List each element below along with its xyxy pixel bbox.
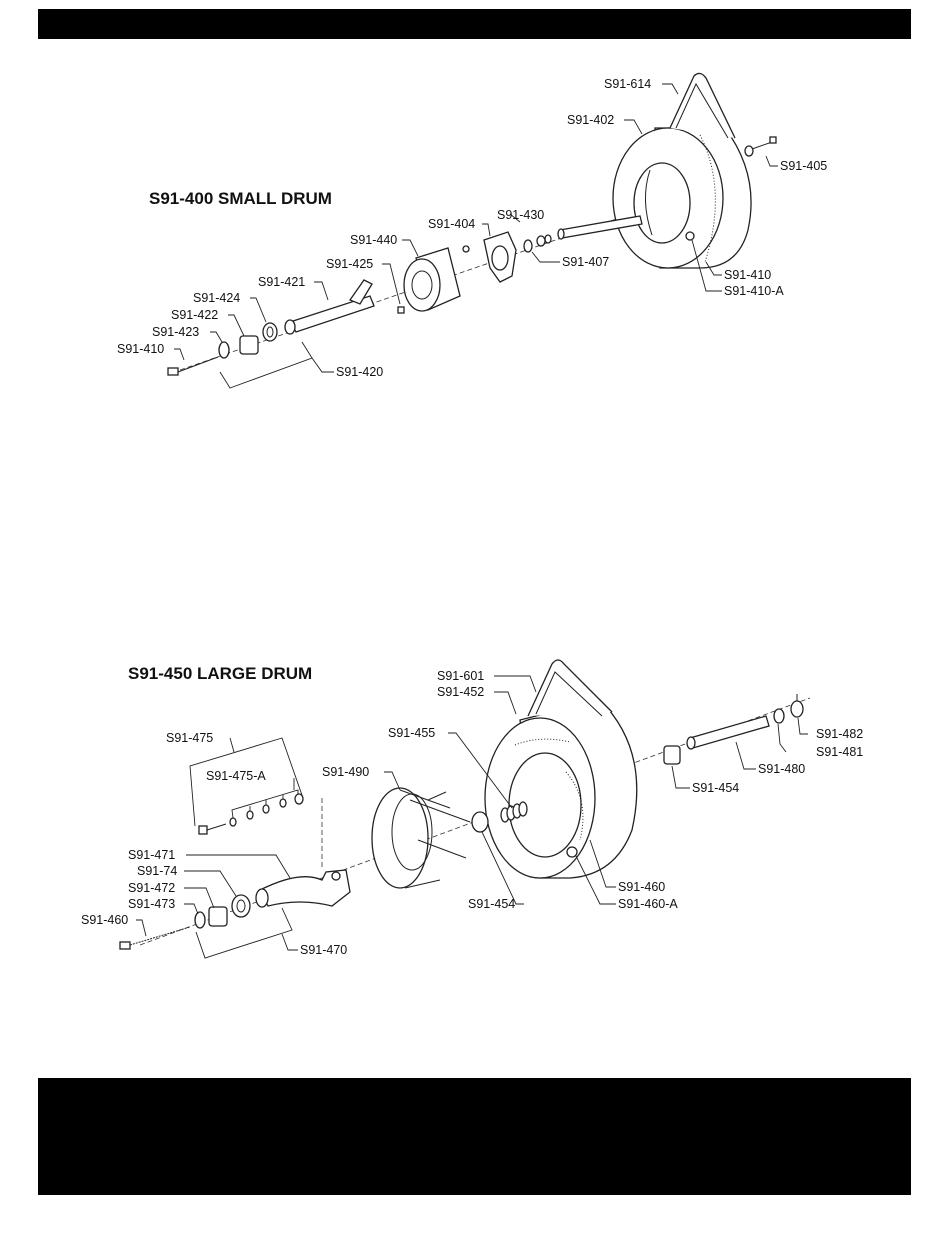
ring-473	[194, 911, 206, 929]
label-s91-421: S91-421	[258, 275, 305, 289]
label-s91-410-left: S91-410	[117, 342, 164, 356]
bushing-422	[239, 335, 259, 355]
label-s91-471: S91-471	[128, 848, 175, 862]
bushing-454-right	[663, 745, 681, 765]
ring-423	[218, 341, 230, 359]
cage-440	[403, 247, 461, 312]
bushing-472	[208, 906, 228, 927]
bracket-470	[195, 907, 293, 959]
small-drum-body	[612, 127, 752, 269]
screw-kit-475	[198, 793, 304, 835]
tube-421	[284, 279, 375, 335]
screw-460-left	[119, 926, 191, 950]
label-s91-440: S91-440	[350, 233, 397, 247]
large-drum-assembly: S91-601 S91-452 S91-455 S91-482 S91-481 …	[81, 659, 863, 959]
label-s91-454: S91-454	[468, 897, 515, 911]
washer-407	[523, 239, 533, 253]
label-s91-455: S91-455	[388, 726, 435, 740]
label-s91-481: S91-481	[816, 745, 863, 759]
bushing-454-left	[471, 811, 489, 833]
label-s91-452: S91-452	[437, 685, 484, 699]
nut-482	[790, 700, 804, 718]
header-bar	[38, 9, 911, 39]
seal-424	[262, 322, 278, 342]
shaft-430	[536, 215, 643, 247]
arm-471	[255, 869, 351, 908]
screw-410-left	[167, 356, 219, 376]
large-drum-body	[484, 699, 638, 879]
label-s91-473: S91-473	[128, 897, 175, 911]
label-s91-454-right: S91-454	[692, 781, 739, 795]
label-s91-475: S91-475	[166, 731, 213, 745]
label-s91-475-a: S91-475-A	[206, 769, 266, 783]
seal-74	[231, 894, 251, 918]
shaft-480	[686, 715, 770, 750]
label-s91-460-left: S91-460	[81, 913, 128, 927]
small-drum-title: S91-400 SMALL DRUM	[149, 189, 332, 208]
small-drum-handle	[669, 72, 736, 139]
cage-490	[371, 787, 471, 889]
label-s91-425: S91-425	[326, 257, 373, 271]
footer-bar	[38, 1078, 911, 1195]
pin-425	[397, 306, 405, 314]
bracket-475	[189, 737, 304, 827]
small-drum-assembly: S91-614 S91-402 S91-405 S91-430 S91-404 …	[117, 72, 827, 389]
label-s91-601: S91-601	[437, 669, 484, 683]
label-s91-420: S91-420	[336, 365, 383, 379]
label-s91-422: S91-422	[171, 308, 218, 322]
label-s91-423: S91-423	[152, 325, 199, 339]
label-s91-404: S91-404	[428, 217, 475, 231]
label-s91-490: S91-490	[322, 765, 369, 779]
label-s91-460-a: S91-460-A	[618, 897, 678, 911]
hub-404	[462, 231, 517, 283]
label-s91-410: S91-410	[724, 268, 771, 282]
washer-481	[773, 708, 785, 724]
label-s91-407: S91-407	[562, 255, 609, 269]
label-s91-470: S91-470	[300, 943, 347, 957]
label-s91-74: S91-74	[137, 864, 177, 878]
label-s91-424: S91-424	[193, 291, 240, 305]
label-s91-410-a: S91-410-A	[724, 284, 784, 298]
large-drum-handle	[527, 659, 613, 717]
label-s91-480: S91-480	[758, 762, 805, 776]
label-s91-460: S91-460	[618, 880, 665, 894]
bracket-420	[219, 341, 313, 389]
label-s91-405: S91-405	[780, 159, 827, 173]
label-s91-482: S91-482	[816, 727, 863, 741]
label-s91-614: S91-614	[604, 77, 651, 91]
label-s91-472: S91-472	[128, 881, 175, 895]
label-s91-402: S91-402	[567, 113, 614, 127]
bolt-405	[744, 136, 777, 157]
large-drum-title: S91-450 LARGE DRUM	[128, 664, 313, 683]
label-s91-430: S91-430	[497, 208, 544, 222]
